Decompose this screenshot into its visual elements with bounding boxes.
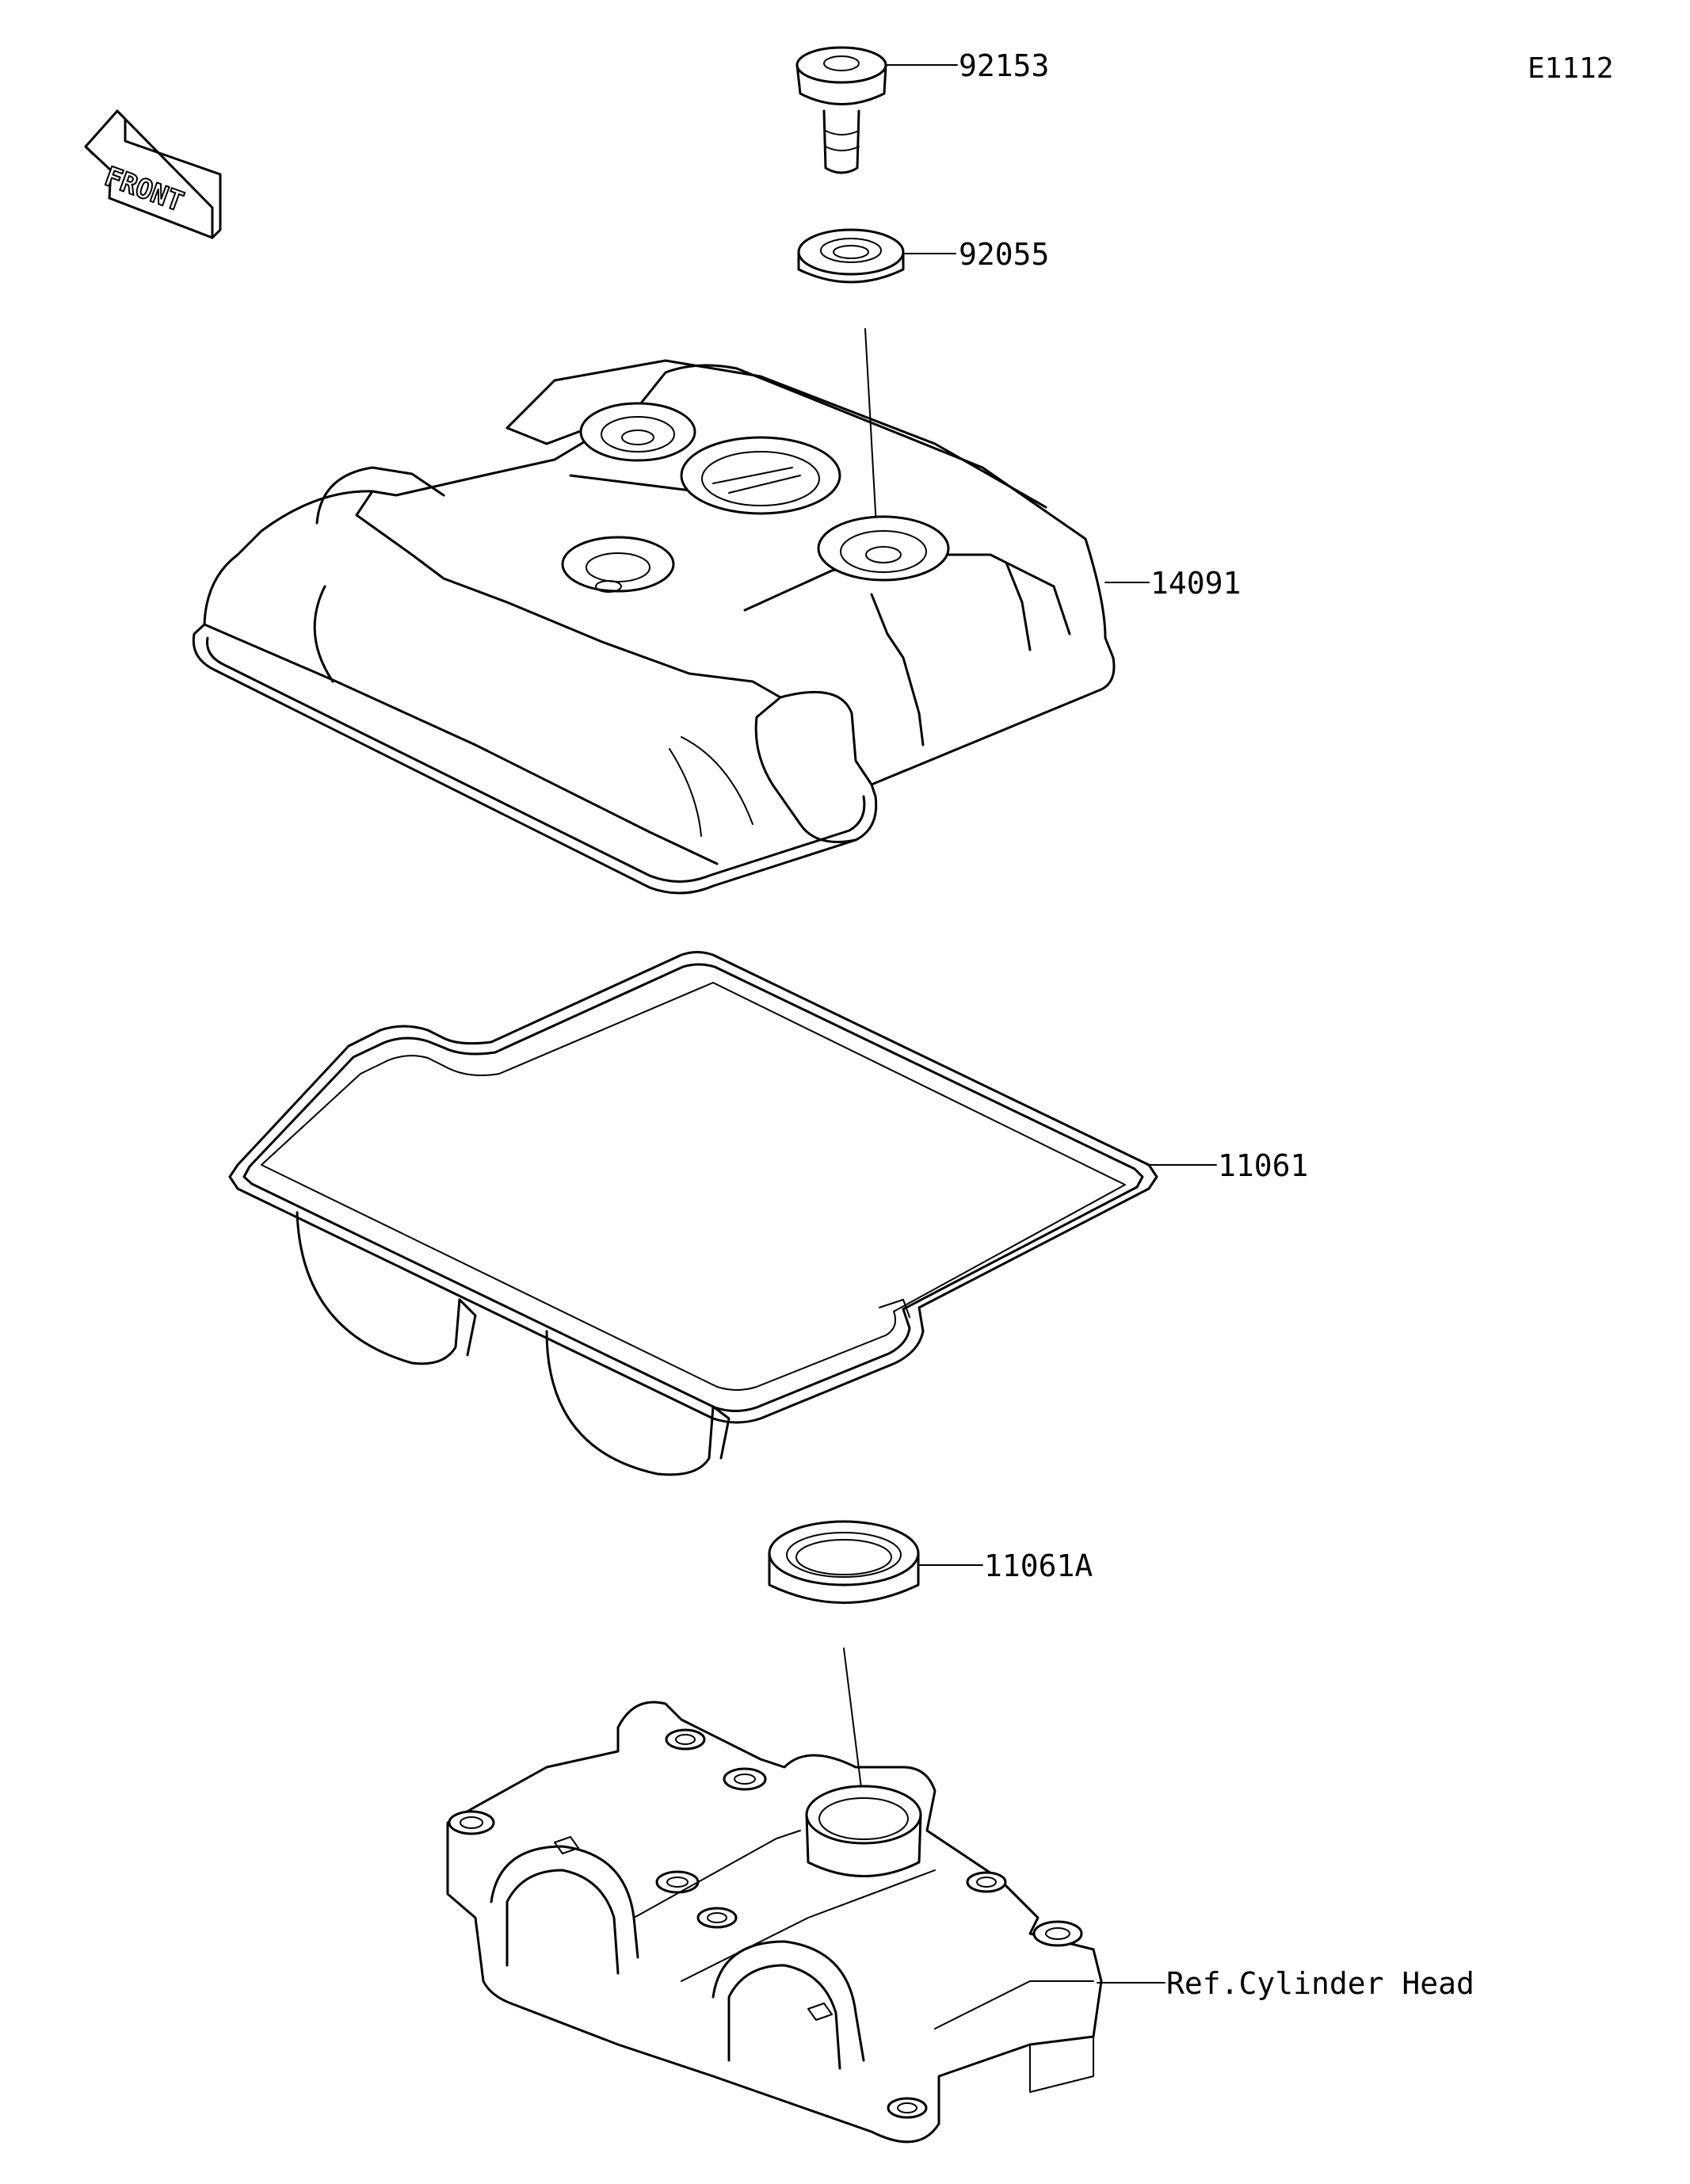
part-number-92055: 92055 xyxy=(959,237,1049,272)
grommet-92055 xyxy=(797,228,905,284)
cylinder-head-reference xyxy=(446,1701,1103,2144)
part-number-92153: 92153 xyxy=(959,48,1049,83)
gasket-11061 xyxy=(228,951,1158,1476)
part-number-14091: 14091 xyxy=(1150,566,1241,601)
reference-cylinder-head: Ref.Cylinder Head xyxy=(1166,1966,1474,2001)
cylinder-head-cover-14091 xyxy=(192,359,1116,895)
seal-ring-11061A xyxy=(768,1520,920,1604)
front-arrow-icon: FRONT xyxy=(84,109,222,239)
diagram-code: E1112 xyxy=(1528,52,1613,85)
part-number-11061: 11061 xyxy=(1218,1148,1308,1183)
part-number-11061A: 11061A xyxy=(984,1548,1093,1583)
bolt-92153 xyxy=(795,46,887,174)
